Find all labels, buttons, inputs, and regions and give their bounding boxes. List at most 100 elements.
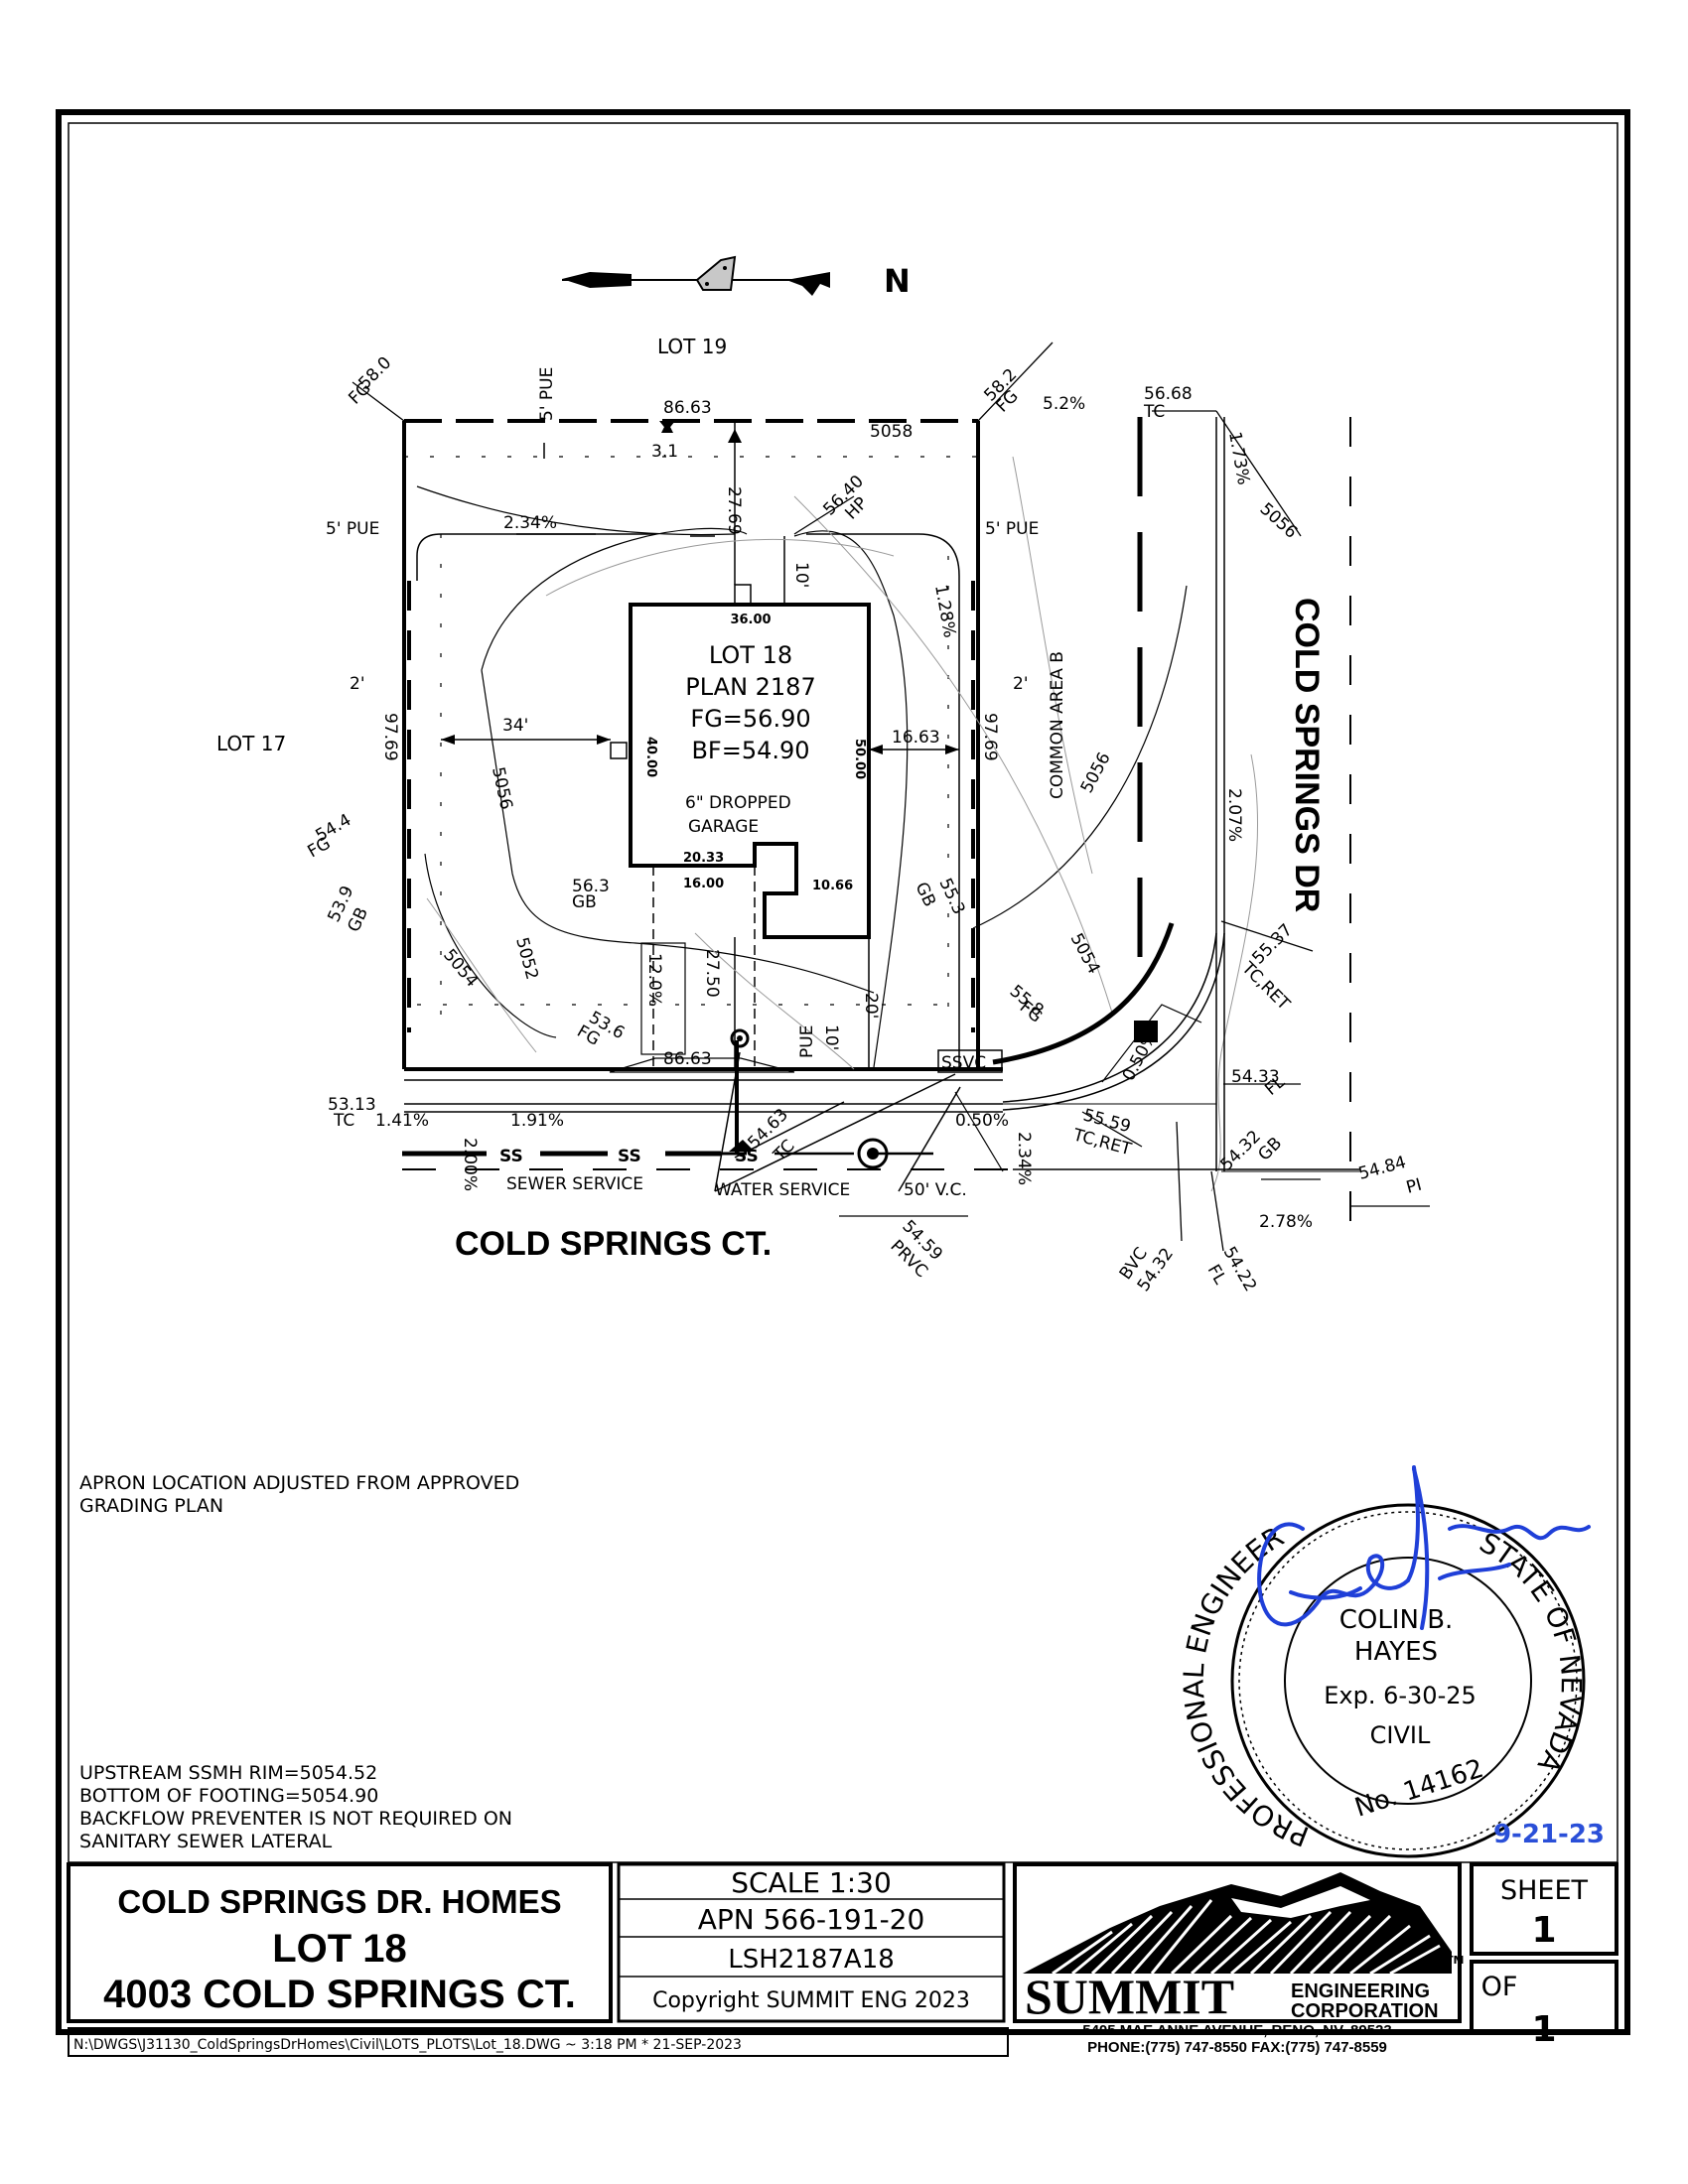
total-sheets: 1: [1531, 2009, 1556, 2050]
seal-arc-state: STATE OF NEVADA: [1475, 1526, 1588, 1778]
leader-lines: [352, 341, 1430, 1252]
garage-dim-inner: 16.00: [683, 877, 724, 891]
note-bottom-footing: BOTTOM OF FOOTING=5054.90: [79, 1785, 378, 1807]
sewer-symbol-1: SS: [499, 1147, 523, 1166]
title-block-text: COLD SPRINGS DR. HOMES LOT 18 4003 COLD …: [73, 1866, 1589, 2053]
seal-number: No. 14162: [1351, 1754, 1487, 1824]
slope-s5: 1.73%: [1224, 430, 1253, 486]
front-setback-dim: 27.69: [724, 486, 744, 535]
seal-name-line1: COLIN B.: [1339, 1605, 1454, 1635]
seal-signed-date: 9-21-23: [1493, 1820, 1605, 1849]
slope-s2: 1.28%: [930, 583, 959, 639]
slope-s11: 2.34%: [1014, 1132, 1034, 1185]
vertical-curve-label: 50' V.C.: [904, 1180, 967, 1200]
note-sewer-lateral: SANITARY SEWER LATERAL: [79, 1831, 333, 1852]
firm-address: 5405 MAE ANNE AVENUE, RENO, NV. 89523: [1082, 2022, 1392, 2039]
ten-foot-bottom: 10': [821, 1024, 841, 1050]
lot-dim-bottom: 86.63: [663, 1049, 712, 1069]
common-area-label: COMMON AREA B: [1048, 651, 1067, 799]
slope-s9: 1.91%: [510, 1111, 564, 1131]
two-foot-left: 2': [350, 674, 365, 694]
note-backflow: BACKFLOW PREVENTER IS NOT REQUIRED ON: [79, 1808, 512, 1830]
note-apron-line2: GRADING PLAN: [79, 1495, 223, 1517]
sewer-marker-icon: [729, 1140, 755, 1152]
slope-s12: 2.00%: [460, 1138, 480, 1191]
elev-e3-code: TC: [1143, 402, 1165, 422]
copyright-label: Copyright SUMMIT ENG 2023: [652, 1988, 970, 2013]
elev-e7-value: 56.3: [572, 877, 610, 896]
twenty-foot-dim: 20': [861, 993, 881, 1019]
pue-left: 5' PUE: [326, 519, 379, 539]
firm-name: SUMMIT: [1025, 1969, 1234, 2024]
north-arrow-icon: N: [562, 255, 911, 300]
sewer-symbol-3: SS: [735, 1147, 759, 1166]
street-cold-springs-dr: COLD SPRINGS DR: [1288, 598, 1326, 912]
slope-s3: 12.0%: [644, 953, 664, 1007]
lot-dim-top: 86.63: [663, 398, 712, 418]
contour-c5: 5054: [1066, 930, 1104, 978]
of-label: OF: [1481, 1972, 1518, 2002]
seal-name-line2: HAYES: [1354, 1637, 1438, 1667]
contour-c4: 5056: [488, 765, 516, 811]
sheet-number: 1: [1531, 1910, 1556, 1951]
elev-e12-value: 54.33: [1231, 1067, 1280, 1087]
elev-e3-value: 56.68: [1144, 384, 1193, 404]
slope-s13: 2.78%: [1259, 1212, 1313, 1232]
engineer-signature: [1257, 1465, 1591, 1630]
slope-s6: 2.07%: [1224, 788, 1244, 842]
north-label: N: [884, 262, 911, 300]
address-title: 4003 COLD SPRINGS CT.: [103, 1973, 576, 2016]
contour-c6: 5052: [511, 935, 542, 982]
trademark-label: TM: [1446, 1954, 1464, 1967]
sewer-cleanout-icon: [730, 1028, 750, 1048]
house-footprint: [609, 584, 871, 1073]
apn-label: APN 566-191-20: [698, 1903, 925, 1936]
note-ssmh-rim: UPSTREAM SSMH RIM=5054.52: [79, 1762, 377, 1784]
elev-e14-code: TC: [770, 1136, 799, 1165]
water-service-label: WATER SERVICE: [715, 1180, 850, 1200]
contour-c1: 5058: [870, 422, 913, 442]
house-plan-label: PLAN 2187: [685, 673, 815, 701]
scale-label: SCALE 1:30: [731, 1866, 892, 1899]
three-one-dim: 3.1: [651, 442, 678, 462]
elev-e8-value: 55.3: [934, 876, 968, 918]
ssvc-box: [937, 1049, 1003, 1073]
project-title: COLD SPRINGS DR. HOMES: [117, 1883, 561, 1920]
house-dim-left: 40.00: [643, 737, 658, 777]
grading-contours: [416, 456, 1259, 1192]
sheet-border: [56, 109, 1630, 2035]
slope-s8: 1.41%: [375, 1111, 429, 1131]
lot-19-label: LOT 19: [657, 335, 727, 358]
side-setback-right: 16.63: [892, 728, 940, 748]
seal-discipline: CIVIL: [1370, 1721, 1431, 1749]
general-notes: APRON LOCATION ADJUSTED FROM APPROVED GR…: [79, 1472, 519, 1852]
elev-e13-value: 53.13: [328, 1095, 376, 1115]
lot-dim-left: 97.69: [380, 713, 400, 761]
two-foot-right: 2': [1013, 674, 1029, 694]
drawing-id-label: LSH2187A18: [728, 1945, 895, 1975]
lot-boundary: [402, 419, 1003, 1071]
garage-label-line1: 6" DROPPED: [685, 793, 791, 813]
house-lot-label: LOT 18: [709, 641, 792, 669]
firm-sub-engineering: ENGINEERING: [1291, 1980, 1430, 2002]
sewer-service-label: SEWER SERVICE: [506, 1174, 643, 1194]
dimension-lines: [441, 421, 959, 1069]
elev-e13-code: TC: [333, 1111, 354, 1131]
elev-e17-value: 54.84: [1356, 1153, 1408, 1184]
firm-sub-corporation: CORPORATION: [1291, 2000, 1439, 2022]
house-dim-top: 36.00: [730, 613, 771, 627]
rear-setback-dim: 27.50: [702, 949, 722, 998]
slope-s1: 2.34%: [503, 513, 557, 533]
engineer-seal: PROFESSIONAL ENGINEER STATE OF NEVADA CO…: [1178, 1503, 1605, 1858]
slope-s10: 0.50%: [955, 1111, 1009, 1131]
seal-arc-profession: PROFESSIONAL ENGINEER: [1178, 1520, 1314, 1852]
pue-bottom: PUE: [797, 1025, 817, 1058]
plan-labels: LOT 19 LOT 17 COMMON AREA B LOT 18 PLAN …: [216, 335, 1424, 1296]
note-apron-line1: APRON LOCATION ADJUSTED FROM APPROVED: [79, 1472, 519, 1494]
lot-title: LOT 18: [272, 1927, 407, 1971]
contour-c3: 5056: [1077, 750, 1115, 797]
garage-label-line2: GARAGE: [688, 817, 759, 837]
ten-foot-top: 10': [791, 562, 811, 588]
ssvc-label: SSVC: [941, 1053, 986, 1073]
